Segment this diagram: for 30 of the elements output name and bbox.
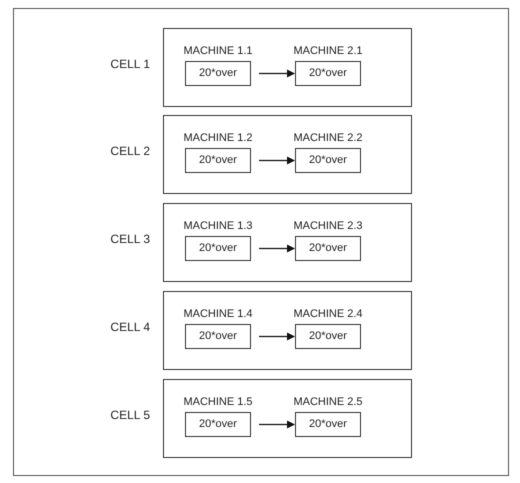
machine-value: 20*over bbox=[309, 66, 347, 82]
machine-label: MACHINE 2.3 bbox=[293, 218, 363, 234]
cell-label: CELL 2 bbox=[110, 143, 150, 160]
machine-value: 20*over bbox=[309, 417, 347, 432]
machine-value: 20*over bbox=[309, 241, 347, 256]
cell-label: CELL 5 bbox=[110, 407, 150, 424]
cell-label: CELL 3 bbox=[110, 231, 150, 248]
machine-label: MACHINE 2.5 bbox=[293, 394, 363, 410]
machine-label: MACHINE 1.5 bbox=[183, 394, 253, 410]
machine-label: MACHINE 2.1 bbox=[293, 44, 363, 58]
arrow bbox=[259, 244, 295, 252]
machine-label: MACHINE 1.2 bbox=[183, 130, 253, 146]
machine-label: MACHINE 1.3 bbox=[183, 218, 253, 234]
machine-value: 20*over bbox=[199, 329, 237, 344]
cell-label: CELL 4 bbox=[110, 319, 150, 336]
arrow bbox=[259, 332, 295, 340]
machine-label: MACHINE 2.4 bbox=[293, 306, 363, 322]
machine-value: 20*over bbox=[199, 241, 237, 256]
machine-value: 20*over bbox=[199, 66, 237, 82]
machine-label: MACHINE 1.4 bbox=[183, 306, 253, 322]
arrow bbox=[259, 420, 295, 428]
machine-label: MACHINE 2.2 bbox=[293, 130, 363, 146]
arrow bbox=[259, 70, 295, 78]
machine-value: 20*over bbox=[309, 153, 347, 168]
cell-label: CELL 1 bbox=[110, 56, 150, 73]
machine-label: MACHINE 1.1 bbox=[183, 44, 253, 58]
machine-value: 20*over bbox=[199, 417, 237, 432]
machine-value: 20*over bbox=[309, 329, 347, 344]
machine-value: 20*over bbox=[199, 153, 237, 168]
arrow bbox=[259, 156, 295, 164]
